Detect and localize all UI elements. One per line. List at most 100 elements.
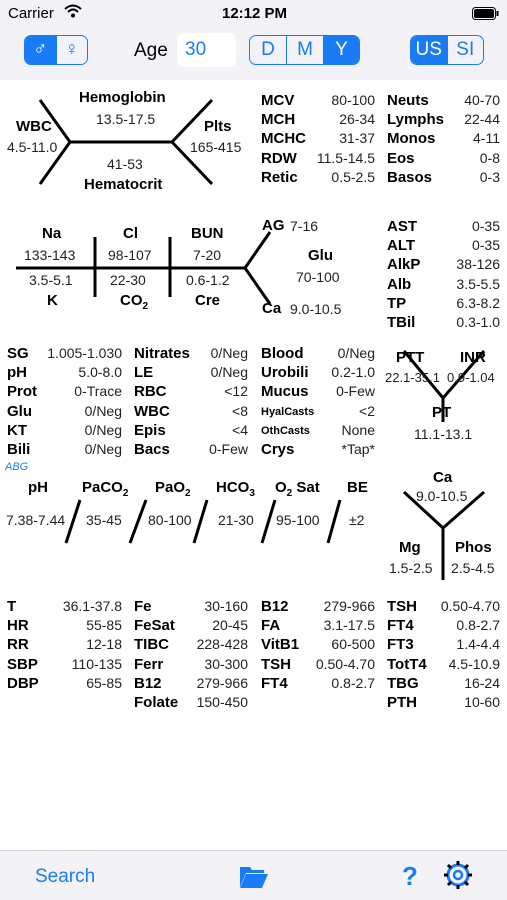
gear-icon[interactable] [443,860,473,895]
ua1-value: 0-Trace [74,383,122,400]
wbc-range: 4.5-11.0 [7,139,58,155]
sex-selector[interactable]: ♂ ♀ [24,35,88,65]
ua3-value: None [341,421,375,438]
tab-bar: Search ? [0,850,507,900]
iron-value: 279-966 [196,674,248,691]
ca-label: Ca [262,300,282,317]
ua1-value: 0/Neg [84,421,122,438]
plts-label: Plts [204,118,232,135]
phos-label: Phos [455,539,492,556]
glu-range: 70-100 [296,269,340,285]
paco2-label: PaCO2 [82,479,129,499]
ua3-value: 0.2-1.0 [331,364,375,381]
vit-value: 60-500 [331,636,375,653]
inr-label: INR [460,349,486,366]
vit-key: FA [261,617,281,635]
ua2-value: 0/Neg [210,364,248,381]
be-label: BE [347,479,368,496]
ua1-key: Glu [7,402,32,420]
diff-key: Monos [387,130,436,148]
bun-range: 7-20 [193,247,222,263]
unit-years[interactable]: Y [324,36,359,64]
inr-range: 0.9-1.04 [447,370,495,385]
mg-label: Mg [399,539,421,556]
thyroid-value: 1.4-4.4 [456,636,500,653]
iron-key: Fe [134,598,152,615]
vitals-value: 65-85 [86,674,122,691]
ua1-key: pH [7,364,27,382]
thyroid-value: 0.50-4.70 [440,598,500,614]
thyroid-key: TotT4 [387,655,427,673]
ua1-value: 5.0-8.0 [78,364,122,381]
ua1-key: Prot [7,383,37,401]
pao2-label: PaO2 [155,479,191,499]
hemoglobin-range: 13.5-17.5 [96,111,156,127]
ua1-row: Prot 0-Trace [7,383,122,400]
ua1-value: 1.005-1.030 [47,345,122,361]
ua2-row: WBC<8 [134,403,248,420]
help-icon[interactable]: ? [402,861,418,891]
female-option[interactable]: ♀ [64,39,79,60]
vitals-key: SBP [7,655,38,673]
units-selector[interactable]: US SI [410,35,484,65]
ua2-row: RBC<12 [134,383,248,400]
pt-label: PT [432,404,452,421]
age-unit-selector[interactable]: D M Y [249,35,360,65]
diff-value: 40-70 [464,92,500,108]
folder-icon[interactable] [239,863,269,894]
ptt-label: PTT [396,349,425,366]
indices-value: 0.5-2.5 [331,168,375,185]
units-si[interactable]: SI [456,39,475,60]
fishbone-lines [16,98,486,580]
iron-key: B12 [134,674,162,692]
thyroid-value: 16-24 [464,674,500,691]
units-us[interactable]: US [411,36,448,64]
iron-key: TIBC [134,636,169,654]
ua3-key: HyalCasts [261,405,315,418]
co2-label: CO2 [120,292,149,312]
vit-key: TSH [261,655,291,673]
cre-label: Cre [195,292,221,309]
ua2-value: <8 [232,402,248,419]
lft-key: ALT [387,237,416,255]
age-input[interactable]: 30 [177,33,236,67]
lft-value: 6.3-8.2 [456,294,500,311]
male-option[interactable]: ♂ [25,36,57,64]
ca-range: 9.0-10.5 [290,301,342,317]
ua3-value: 0-Few [336,383,375,400]
search-button[interactable]: Search [35,866,96,887]
thyroid-value: 4.5-10.9 [448,655,500,672]
na-range: 133-143 [24,247,76,263]
vit-key: VitB1 [261,636,300,654]
unit-days[interactable]: D [250,36,287,64]
ua1-row: pH 5.0-8.0 [7,364,122,381]
ua3-key: Blood [261,345,304,362]
ua2-key: Nitrates [134,345,190,362]
unit-months[interactable]: M [287,36,324,64]
ua3-key: OthCasts [261,424,310,437]
ua3-key: Urobili [261,364,309,382]
lft-key: TP [387,294,407,312]
cl-range: 98-107 [108,247,152,263]
vit-value: 0.8-2.7 [331,674,375,691]
iron-value: 30-300 [204,655,248,672]
ua2-value: 0-Few [209,441,248,457]
status-bar: Carrier 12:12 PM [0,0,507,30]
